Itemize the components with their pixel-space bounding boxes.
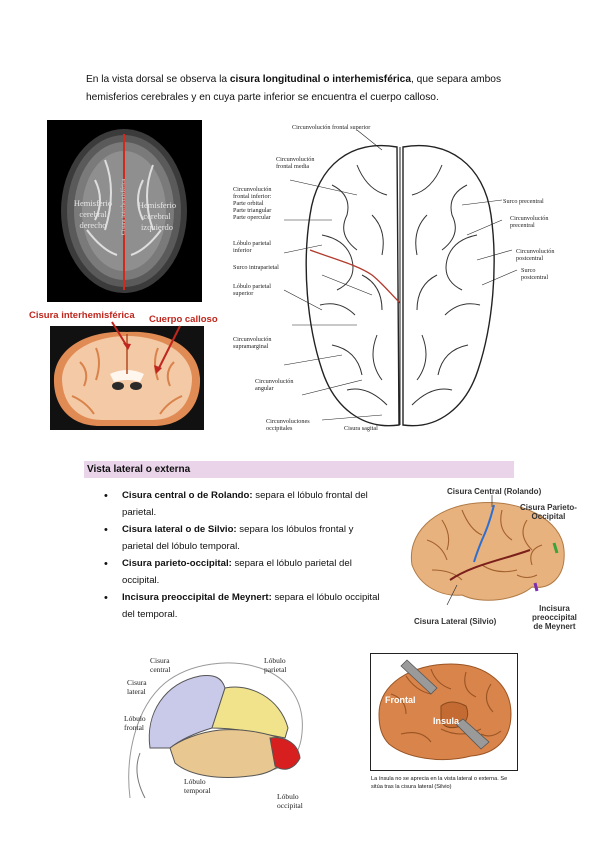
list-item: Incisura preoccipital de Meynert: separa… [100,590,380,623]
mri-right-label: Hemisferio cerebral izquierdo [137,200,177,232]
lbl-frontal-superior: Circunvolución frontal superior [292,124,371,131]
list-item: Cisura central o de Rolando: separa el l… [100,488,380,521]
lbl-precentral: Circunvolución precentral [510,215,549,229]
lbl-lobulo-occipital: Lóbulo occipital [277,792,303,810]
mri-left-label: Hemisferio cerebral derecho [73,198,113,230]
insula-drawing [378,659,512,761]
mri-vertical-label: Cisura interhemisférica [121,178,127,236]
intro-text-1: En la vista dorsal se observa la [86,74,230,85]
lbl-supramarginal: Circunvolución supramarginal [233,336,272,350]
lbl-parietal-inferior: Lóbulo parietal inferior [233,240,271,254]
label-cuerpo-calloso: Cuerpo calloso [149,314,218,325]
lbl-surco-precentral: Surco precentral [503,198,544,205]
coronal-drawing [53,331,201,426]
list-item: Cisura parieto-occipital: separa el lóbu… [100,556,380,589]
lbl-cisura-central: Cisura Central (Rolando) [447,487,542,496]
lbl-cisura-sagital: Cisura sagital [344,425,378,432]
bullet-list: Cisura central o de Rolando: separa el l… [100,488,380,624]
lobes-diagram [128,662,303,799]
coronal-arrows [111,321,181,374]
lbl-postcentral: Circunvolución postcentral [516,248,555,262]
lbl-incisura: Incisura preoccipital de Meynert [532,604,577,631]
label-cisura-interhemisferica: Cisura interhemisférica [29,310,135,321]
lbl-surco-intraparietal: Surco intraparietal [233,264,279,271]
insula-frontal-label: Frontal [385,695,416,705]
lbl-lobe-cisura-central: Cisura central [150,656,171,674]
lateral-brain-image [410,495,565,605]
dorsal-brain-diagram [283,129,518,427]
coronal-slice-image [50,326,204,430]
lbl-lobulo-parietal: Lóbulo parietal [264,656,287,674]
lbl-parieto-occipital: Cisura Parieto- Occipital [520,503,577,521]
mri-image: Hemisferio cerebral derecho Hemisferio c… [47,120,202,302]
intro-paragraph: En la vista dorsal se observa la cisura … [86,71,516,107]
lbl-occipitales: Circunvoluciones occipitales [266,418,310,432]
lbl-parietal-superior: Lóbulo parietal superior [233,283,271,297]
intro-text-2: , que separa ambos hemisferios cerebrale… [86,74,502,103]
lbl-angular: Circunvolución angular [255,378,294,392]
lbl-cisura-lateral: Cisura Lateral (Silvio) [414,617,497,626]
insula-image: Frontal Insula [370,653,518,771]
insula-insula-label: Insula [433,716,460,726]
mri-drawing [61,129,187,293]
lbl-lobulo-temporal: Lóbulo temporal [184,777,211,795]
section-header: Vista lateral o externa [84,461,514,478]
lbl-lobulo-frontal: Lóbulo frontal [124,714,146,732]
lbl-frontal-inferior: Circunvolución frontal inferior: Parte o… [233,186,272,221]
insula-caption: La ínsula no se aprecia en la vista late… [371,776,508,790]
list-item: Cisura lateral o de Silvio: separa los l… [100,522,380,555]
intro-bold: cisura longitudinal o interhemisférica [229,74,411,85]
lbl-frontal-media: Circunvolución frontal media [276,156,315,170]
lbl-lobe-cisura-lateral: Cisura lateral [127,678,147,696]
lbl-surco-postcentral: Surco postcentral [521,267,549,281]
